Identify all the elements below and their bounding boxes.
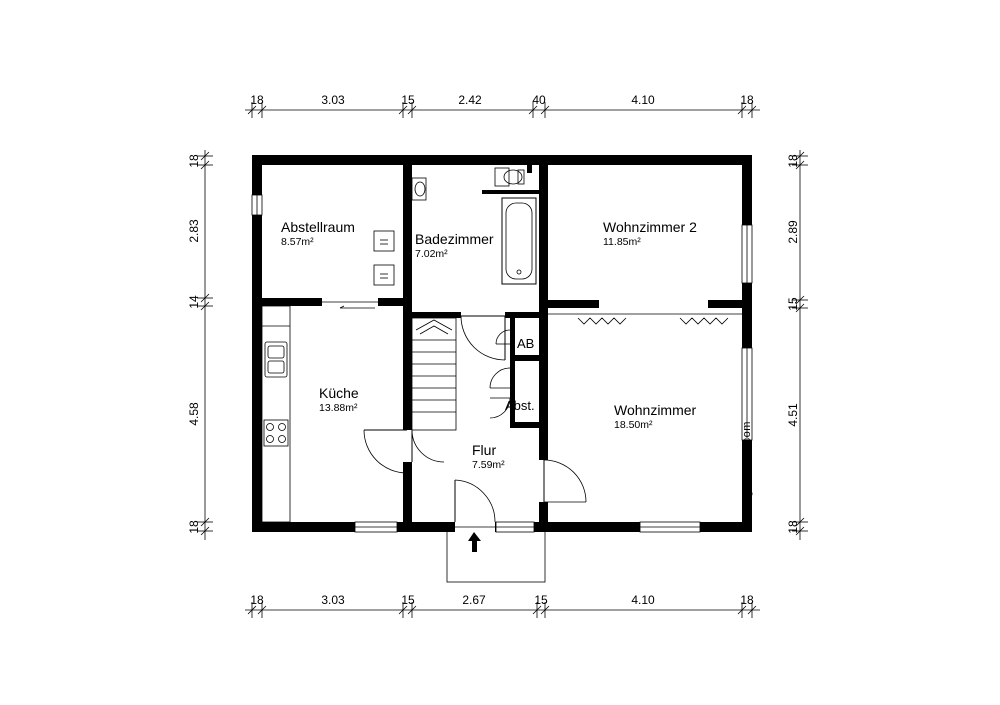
room-abst-label: Abst.: [505, 398, 535, 413]
dim-top-1: 3.03: [321, 93, 345, 107]
room-wohnzimmer-2: Wohnzimmer 2 11.85m²: [603, 219, 697, 248]
dim-bottom-0: 18: [250, 593, 264, 607]
dim-top-2: 15: [401, 93, 415, 107]
dim-left-2: 14: [187, 295, 201, 309]
dim-bottom-5: 4.10: [631, 593, 655, 607]
windows: [251, 194, 753, 533]
dim-right-2: 15: [786, 297, 800, 311]
entrance-arrow-icon: [468, 532, 481, 552]
dim-left-1: 2.83: [187, 219, 201, 243]
room-area: 7.02m²: [415, 248, 448, 260]
room-name: Abstellraum: [281, 219, 355, 235]
room-name: Wohnzimmer 2: [603, 219, 697, 235]
room-name: Küche: [319, 385, 359, 401]
room-area: 11.85m²: [603, 236, 641, 248]
room-kueche: Küche 13.88m²: [319, 385, 359, 414]
room-area: 13.88m²: [319, 402, 358, 414]
dim-left-3: 4.58: [187, 402, 201, 426]
room-ab-label: AB: [517, 336, 534, 351]
dim-left-0: 18: [187, 154, 201, 168]
dim-right-1: 2.89: [786, 220, 800, 244]
dim-bottom-6: 18: [740, 593, 754, 607]
dim-top-3: 2.42: [458, 93, 482, 107]
dimension-labels-right: 18 2.89 15 4.51 18: [786, 154, 800, 534]
room-badezimmer: Badezimmer 7.02m²: [415, 231, 494, 260]
watermark-text: www.grundriss.com: [741, 421, 753, 526]
dim-bottom-2: 15: [401, 593, 415, 607]
dim-left-4: 18: [187, 520, 201, 534]
room-wohnzimmer: Wohnzimmer 18.50m²: [614, 402, 697, 431]
dim-bottom-1: 3.03: [321, 593, 345, 607]
dimension-labels-bottom: 18 3.03 15 2.67 15 4.10 18: [250, 593, 754, 607]
dim-top-6: 18: [740, 93, 754, 107]
staircase: [411, 317, 457, 431]
fixtures: [261, 167, 742, 552]
dim-bottom-4: 15: [534, 593, 548, 607]
doors: [322, 301, 587, 532]
dimension-lines: [197, 102, 808, 618]
dimension-labels-left: 18 2.83 14 4.58 18: [187, 154, 201, 534]
room-area: 7.59m²: [472, 459, 505, 471]
dim-right-3: 4.51: [786, 403, 800, 427]
room-area: 18.50m²: [614, 419, 653, 431]
room-name: Wohnzimmer: [614, 402, 697, 418]
room-area: 8.57m²: [281, 236, 314, 248]
dim-top-5: 4.10: [631, 93, 655, 107]
dim-right-4: 18: [786, 520, 800, 534]
room-name: Badezimmer: [415, 231, 494, 247]
dim-top-0: 18: [250, 93, 264, 107]
dim-right-0: 18: [786, 154, 800, 168]
dimension-labels-top: 18 3.03 15 2.42 40 4.10 18: [250, 93, 754, 107]
room-flur: Flur 7.59m²: [472, 442, 505, 471]
room-name: Flur: [472, 442, 496, 458]
entrance-area: [446, 529, 546, 583]
dim-bottom-3: 2.67: [462, 593, 486, 607]
dim-top-4: 40: [532, 93, 546, 107]
room-abstellraum: Abstellraum 8.57m²: [281, 219, 355, 248]
